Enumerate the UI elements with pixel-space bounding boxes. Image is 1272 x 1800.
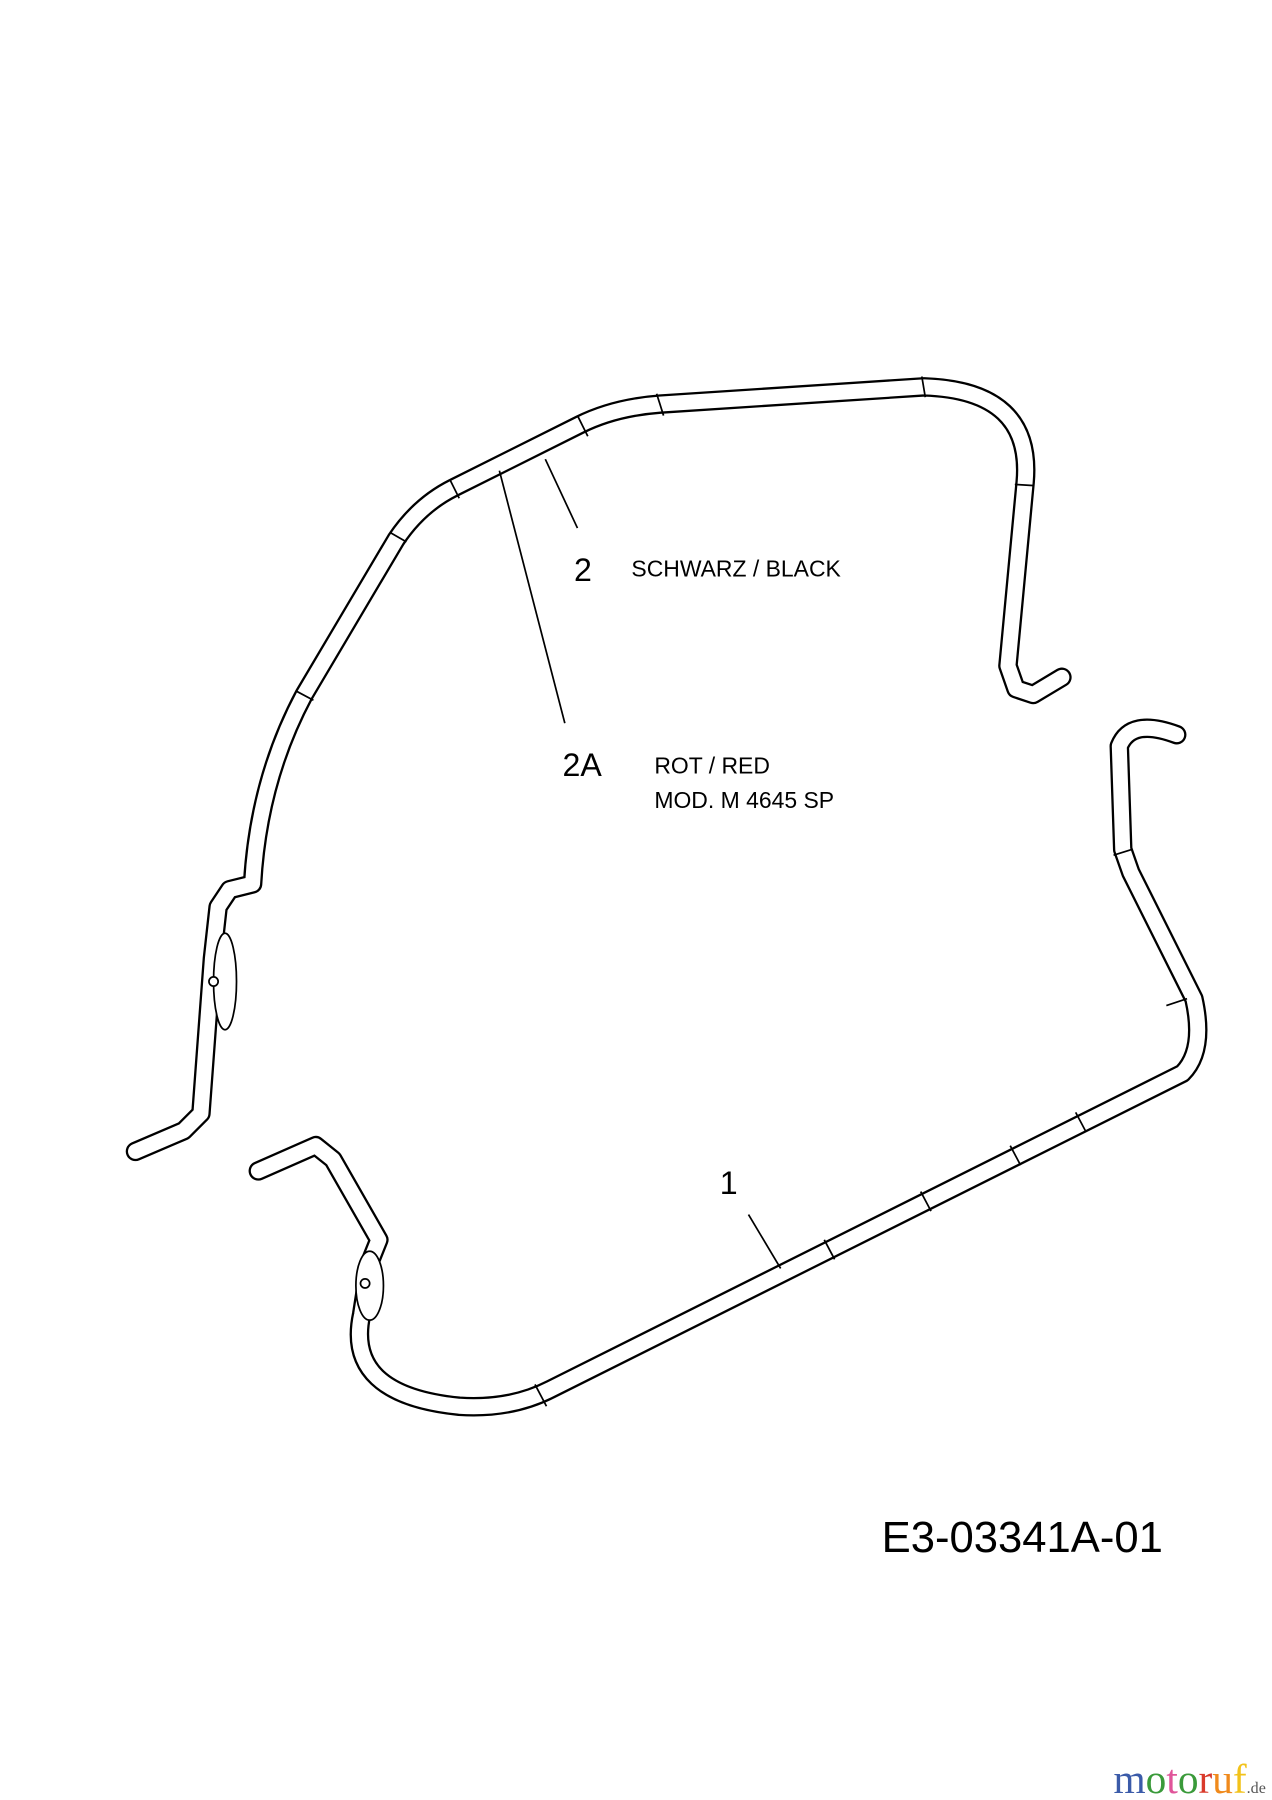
part-number-2a: 2A — [563, 747, 603, 783]
drawing-id: E3-03341A-01 — [882, 1514, 1163, 1562]
lower-handle-part-1 — [248, 718, 1208, 1417]
upper-handle-part-2 — [125, 376, 1072, 1162]
leader-line-2a — [498, 470, 566, 724]
part-description-2: SCHWARZ / BLACK — [631, 555, 841, 581]
svg-text:motoruf.de: motoruf.de — [1114, 1756, 1266, 1800]
part-description-2a: ROT / RED — [654, 753, 770, 779]
motoruf-watermark-logo: motoruf.de — [1114, 1756, 1266, 1800]
part-number-1: 1 — [720, 1165, 738, 1201]
leader-line-2 — [544, 458, 579, 529]
part-number-2: 2 — [574, 552, 592, 588]
leader-line-1 — [747, 1214, 782, 1269]
part-note-2a: MOD. M 4645 SP — [654, 787, 834, 813]
